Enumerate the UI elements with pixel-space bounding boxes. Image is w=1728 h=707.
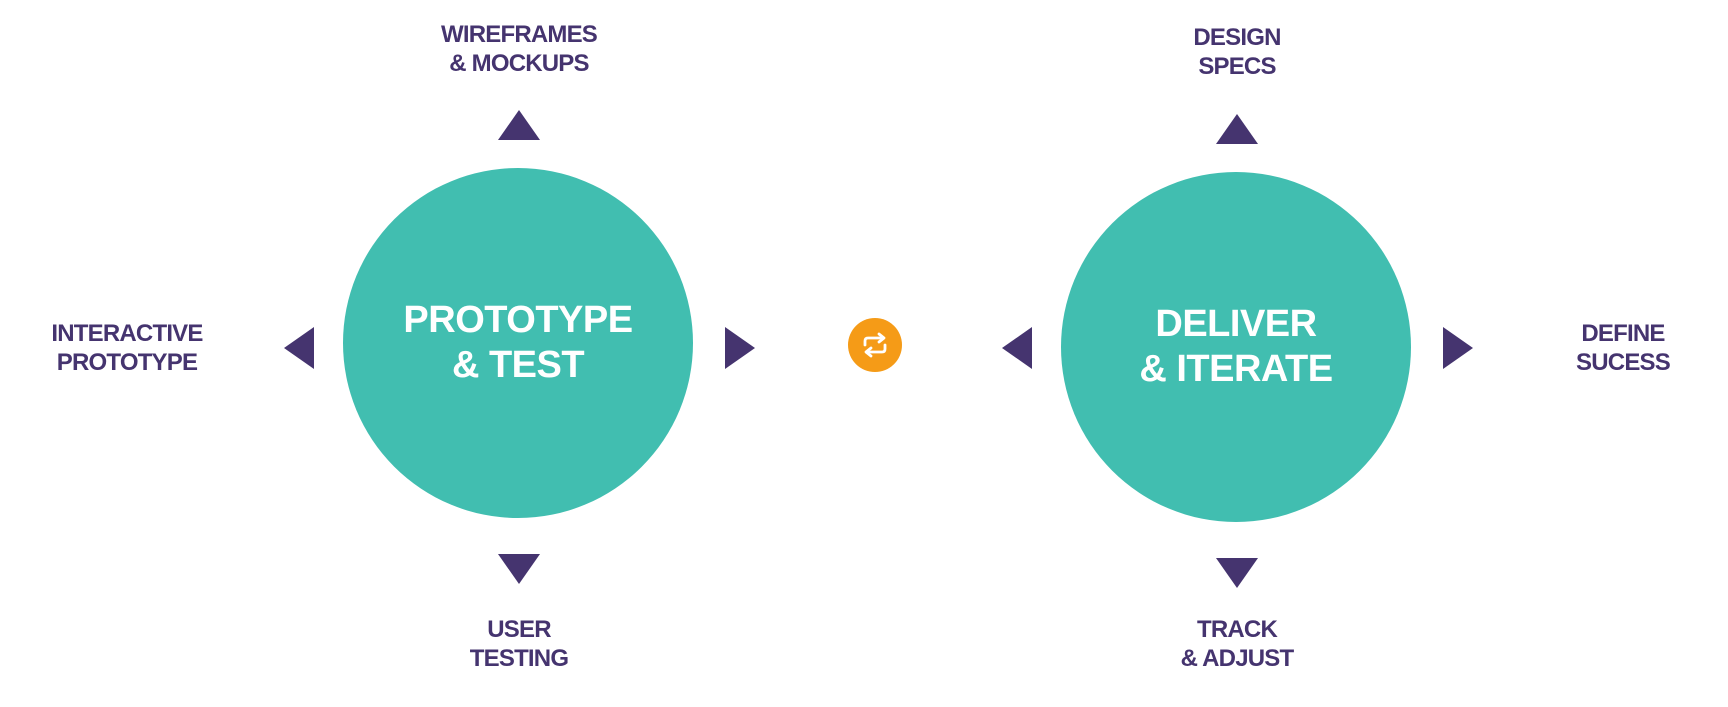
label-track-adjust: TRACK & ADJUST — [1107, 615, 1367, 673]
label-define-success: DEFINE SUCESS — [1493, 319, 1728, 377]
arrow-down-icon — [498, 554, 540, 584]
phase-title-line: DELIVER — [1155, 303, 1317, 345]
label-line: DESIGN — [1193, 24, 1281, 51]
label-line: PROTOTYPE — [56, 349, 198, 376]
phase-title: PROTOTYPE & TEST — [403, 298, 633, 388]
repeat-icon — [848, 318, 902, 372]
label-line: TRACK — [1197, 616, 1278, 643]
label-design-specs: DESIGN SPECS — [1107, 23, 1367, 81]
label-wireframes-mockups: WIREFRAMES & MOCKUPS — [389, 20, 649, 78]
label-line: WIREFRAMES — [441, 21, 598, 48]
label-user-testing: USER TESTING — [389, 615, 649, 673]
phase-title-line: & ITERATE — [1139, 348, 1333, 390]
phase-circle-deliver-iterate: DELIVER & ITERATE — [1061, 172, 1411, 522]
arrow-right-icon — [1443, 327, 1473, 369]
arrow-left-icon — [284, 327, 314, 369]
label-line: TESTING — [469, 645, 569, 672]
label-line: USER — [487, 616, 551, 643]
label-line: SPECS — [1198, 53, 1276, 80]
phase-circle-prototype-test: PROTOTYPE & TEST — [343, 168, 693, 518]
arrow-right-icon — [725, 327, 755, 369]
phase-title: DELIVER & ITERATE — [1139, 302, 1333, 392]
arrow-up-icon — [498, 110, 540, 140]
label-line: DEFINE — [1581, 320, 1665, 347]
label-line: SUCESS — [1576, 349, 1671, 376]
arrow-down-icon — [1216, 558, 1258, 588]
arrow-left-icon — [1002, 327, 1032, 369]
phase-title-line: PROTOTYPE — [403, 299, 633, 341]
repeat-icon-glyph — [863, 332, 887, 358]
label-interactive-prototype: INTERACTIVE PROTOTYPE — [0, 319, 257, 377]
phase-title-line: & TEST — [451, 344, 585, 386]
label-line: INTERACTIVE — [51, 320, 203, 347]
arrow-up-icon — [1216, 114, 1258, 144]
label-line: & ADJUST — [1180, 645, 1295, 672]
label-line: & MOCKUPS — [449, 50, 589, 77]
